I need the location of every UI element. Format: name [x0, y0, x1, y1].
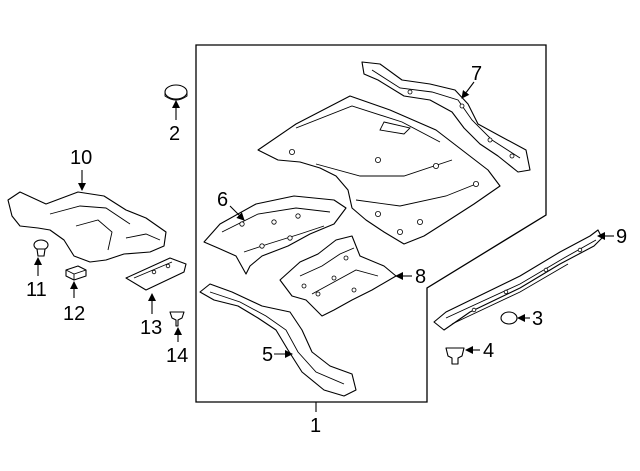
callout-4: 4 [483, 340, 494, 362]
assembly-frame [195, 44, 547, 403]
callout-6-leader [229, 205, 245, 221]
callout-1: 1 [310, 415, 321, 437]
callout-11: 11 [26, 279, 47, 301]
callout-5: 5 [262, 344, 273, 366]
callout-7-leader [461, 81, 475, 99]
callout-10: 10 [70, 147, 92, 169]
callout-9: 9 [616, 226, 627, 248]
part-11-bolt [33, 239, 49, 257]
callout-14: 14 [166, 345, 188, 367]
callout-7: 7 [471, 63, 482, 85]
part-2-plug [164, 84, 188, 101]
part-1-floor-pan [257, 95, 501, 245]
part-10-front-floor [7, 191, 167, 263]
part-4-grommet [445, 347, 465, 365]
part-12-block [65, 265, 87, 281]
part-8-rail-bracket [279, 235, 397, 317]
part-14-clip [169, 311, 185, 327]
callout-8: 8 [415, 266, 426, 288]
callout-3: 3 [532, 308, 543, 330]
part-13-bracket [125, 257, 187, 291]
callout-2: 2 [169, 123, 180, 145]
callout-6: 6 [217, 189, 228, 211]
part-7-rear-crossmember [361, 61, 531, 173]
part-9-rocker-sill [433, 229, 603, 331]
part-5-frame-rail [199, 283, 357, 397]
part-3-plug [500, 311, 518, 325]
callout-13: 13 [140, 317, 162, 339]
callout-12: 12 [63, 303, 85, 325]
